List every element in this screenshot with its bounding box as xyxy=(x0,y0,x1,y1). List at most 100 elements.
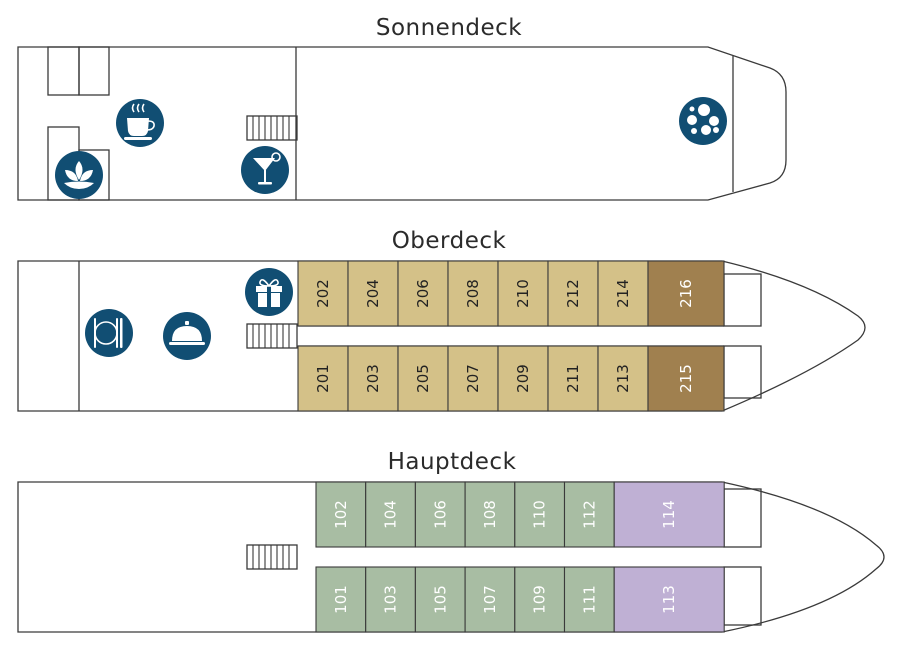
cabin-209[interactable]: 209 xyxy=(497,345,549,412)
cabin-109[interactable]: 109 xyxy=(514,566,566,633)
sun-room-b xyxy=(78,46,110,96)
cabin-103[interactable]: 103 xyxy=(365,566,416,633)
cabin-213[interactable]: 213 xyxy=(597,345,649,412)
cabin-number: 216 xyxy=(677,279,695,308)
cabin-216[interactable]: 216 xyxy=(647,260,725,327)
upper-cabin-row-top: 202 204 206 208 210 212 214 216 xyxy=(297,260,725,327)
cabin-box xyxy=(647,345,725,412)
cabin-201[interactable]: 201 xyxy=(297,345,349,412)
cabin-107[interactable]: 107 xyxy=(464,566,516,633)
sun-deck-title: Sonnendeck xyxy=(376,15,522,41)
cabin-number: 209 xyxy=(514,364,532,393)
cabin-113[interactable]: 113 xyxy=(613,566,725,633)
cabin-box xyxy=(514,566,566,633)
upper-deck: Oberdeck 202 204 206 208 210 212 214 216 201 203… xyxy=(17,228,866,412)
cabin-111[interactable]: 111 xyxy=(563,566,615,633)
cabin-number: 107 xyxy=(481,585,499,614)
sun-deck: Sonnendeck xyxy=(17,15,787,201)
cabin-102[interactable]: 102 xyxy=(315,481,367,548)
cabin-214[interactable]: 214 xyxy=(597,260,649,327)
cabin-number: 201 xyxy=(314,364,332,393)
sun-deck-hull xyxy=(17,46,787,201)
cabin-number: 105 xyxy=(431,585,449,614)
cabin-112[interactable]: 112 xyxy=(563,481,615,548)
cabin-110[interactable]: 110 xyxy=(514,481,566,548)
cabin-105[interactable]: 105 xyxy=(414,566,466,633)
cabin-number: 114 xyxy=(660,500,678,529)
cabin-number: 214 xyxy=(614,279,632,308)
coffee-cup-icon xyxy=(116,99,164,147)
upper-deck-stairs xyxy=(246,323,298,349)
cabin-number: 106 xyxy=(431,500,449,529)
cabin-210[interactable]: 210 xyxy=(497,260,549,327)
wellness-lotus-icon xyxy=(55,151,103,199)
cabin-box xyxy=(613,566,725,633)
cabin-box xyxy=(497,345,549,412)
cabin-number: 203 xyxy=(364,364,382,393)
main-deck-stairs xyxy=(246,544,298,570)
cabin-number: 208 xyxy=(464,279,482,308)
cabin-box xyxy=(347,260,399,327)
cocktail-icon xyxy=(241,146,289,194)
cabin-box xyxy=(464,481,516,548)
upper-deck-title: Oberdeck xyxy=(392,228,507,254)
cabin-number: 103 xyxy=(382,585,400,614)
cabin-box xyxy=(397,345,449,412)
cabin-108[interactable]: 108 xyxy=(464,481,516,548)
cabin-number: 212 xyxy=(564,279,582,308)
cabin-203[interactable]: 203 xyxy=(347,345,399,412)
gift-shop-icon xyxy=(245,268,293,316)
cabin-box xyxy=(315,566,367,633)
cabin-box xyxy=(563,481,615,548)
cabin-number: 202 xyxy=(314,279,332,308)
cabin-205[interactable]: 205 xyxy=(397,345,449,412)
cabin-number: 113 xyxy=(660,585,678,614)
cabin-number: 102 xyxy=(332,500,350,529)
cabin-number: 207 xyxy=(464,364,482,393)
cabin-number: 204 xyxy=(364,279,382,308)
cabin-101[interactable]: 101 xyxy=(315,566,367,633)
cabin-number: 109 xyxy=(531,585,549,614)
cabin-number: 206 xyxy=(414,279,432,308)
cabin-box xyxy=(315,481,367,548)
cabin-box xyxy=(414,566,466,633)
whirlpool-icon xyxy=(679,97,727,145)
cabin-number: 210 xyxy=(514,279,532,308)
cabin-106[interactable]: 106 xyxy=(414,481,466,548)
cabin-202[interactable]: 202 xyxy=(297,260,349,327)
cabin-box xyxy=(464,566,516,633)
cabin-207[interactable]: 207 xyxy=(447,345,499,412)
cabin-215[interactable]: 215 xyxy=(647,345,725,412)
cabin-box xyxy=(397,260,449,327)
cabin-number: 104 xyxy=(382,500,400,529)
cabin-box xyxy=(447,345,499,412)
cabin-number: 110 xyxy=(531,500,549,529)
cabin-number: 112 xyxy=(580,500,598,529)
cabin-box xyxy=(647,260,725,327)
cabin-box xyxy=(563,566,615,633)
cabin-212[interactable]: 212 xyxy=(547,260,599,327)
main-deck-title: Hauptdeck xyxy=(388,449,517,475)
cabin-box xyxy=(514,481,566,548)
cabin-104[interactable]: 104 xyxy=(365,481,416,548)
cabin-211[interactable]: 211 xyxy=(547,345,599,412)
reception-bell-icon xyxy=(163,312,211,360)
cabin-box xyxy=(347,345,399,412)
cabin-box xyxy=(447,260,499,327)
cabin-box xyxy=(597,345,649,412)
cabin-208[interactable]: 208 xyxy=(447,260,499,327)
cabin-204[interactable]: 204 xyxy=(347,260,399,327)
cabin-number: 111 xyxy=(580,585,598,614)
cabin-number: 108 xyxy=(481,500,499,529)
restaurant-icon xyxy=(85,309,133,357)
main-cabin-row-bottom: 101 103 105 107 109 111 113 xyxy=(315,566,725,633)
main-cabin-row-top: 102 104 106 108 110 112 114 xyxy=(315,481,725,548)
cabin-number: 101 xyxy=(332,585,350,614)
cabin-114[interactable]: 114 xyxy=(613,481,725,548)
sun-deck-stairs xyxy=(246,115,298,141)
cabin-206[interactable]: 206 xyxy=(397,260,449,327)
cabin-box xyxy=(497,260,549,327)
